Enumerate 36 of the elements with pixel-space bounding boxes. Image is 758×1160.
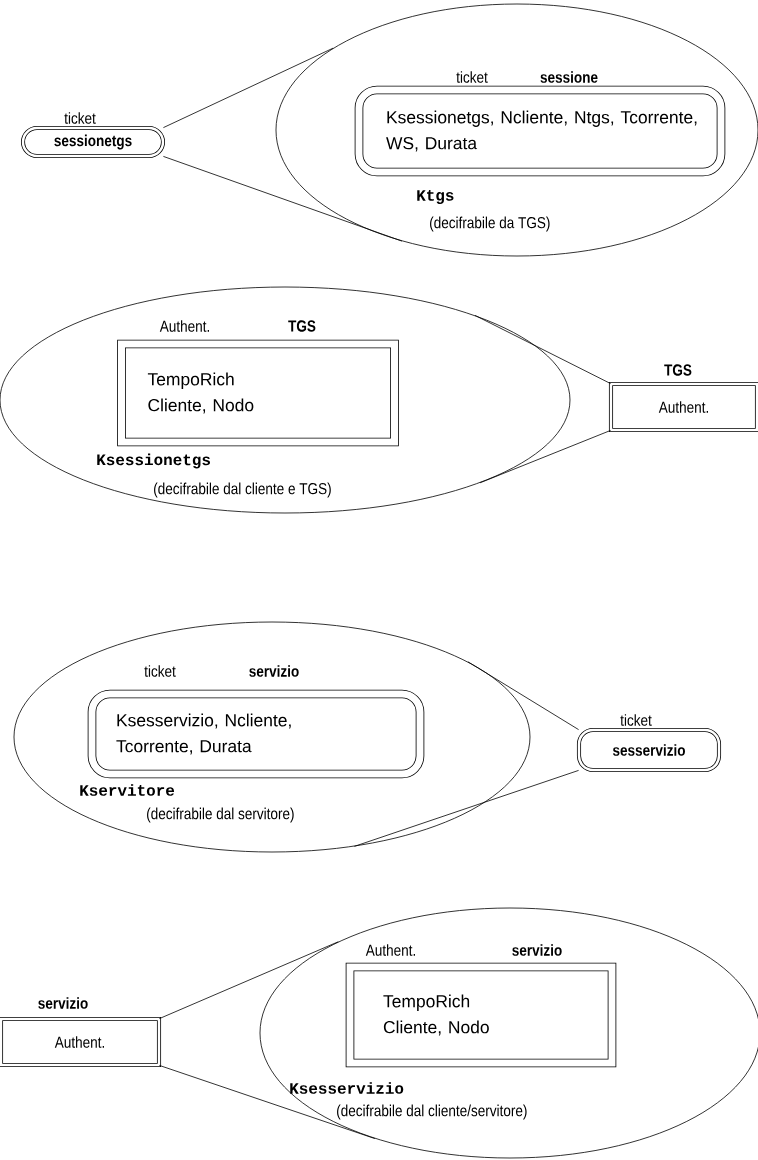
box-heading: sessione [540,71,598,83]
token-heading: ticket [620,714,652,726]
zoom-line [354,770,579,847]
token-box: Authent. [0,1016,162,1068]
token-heading: ticket [64,112,96,124]
zoom-line [163,156,403,242]
box-heading: ticket [456,71,488,83]
zoom-line [474,315,611,384]
token-box: sessionetgs [20,125,166,159]
note-text: (decifrabile dal servitore) [147,807,294,823]
message-box: Ksessionetgs, Ncliente, Ntgs, Tcorrente, WS, Durata [354,85,726,177]
message-box: Ksesservizio, Ncliente, Tcorrente, Durata [87,689,425,779]
token-heading: TGS [664,364,692,376]
key-label: Ksessionetgs [97,453,210,469]
zoom-line [479,430,611,484]
zoom-line [159,941,339,1019]
zoom-line [163,47,334,128]
message-box: TempoRich Cliente, Nodo [117,339,399,447]
box-heading: Authent. [159,320,209,332]
box-heading: ticket [144,665,176,677]
key-label: Kservitore [80,784,175,796]
zoom-line [467,661,579,730]
note-text: (decifrabile dal cliente e TGS) [154,482,331,498]
key-label: Ksesservizio [290,1082,404,1094]
note-text: (decifrabile dal cliente/servitore) [337,1104,527,1120]
box-heading: servizio [249,665,299,677]
key-label: Ktgs [417,190,454,204]
box-heading: TGS [288,320,316,332]
message-box: TempoRich Cliente, Nodo [345,962,617,1068]
box-heading: Authent. [365,944,415,956]
token-box: sesservizio [576,727,722,773]
box-heading: servizio [512,944,562,956]
zoom-line [159,1065,376,1139]
note-text: (decifrabile da TGS) [430,216,550,232]
token-heading: servizio [38,997,88,1009]
token-box: Authent. [608,381,758,433]
